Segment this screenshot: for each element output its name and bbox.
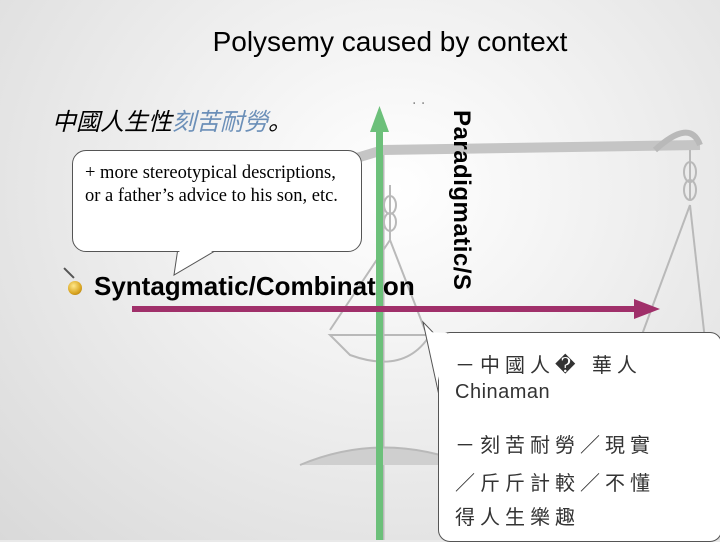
right-callout-line-2: Chinaman bbox=[455, 381, 551, 403]
chinese-sentence: 中國人生性刻苦耐勞。 bbox=[52, 102, 292, 137]
slide-title: Polysemy caused by context bbox=[212, 26, 568, 57]
right-callout-line-5: 得人生樂趣 bbox=[455, 505, 580, 529]
vertical-arrow bbox=[370, 106, 389, 540]
paradigmatic-label: Paradigmatic/S bbox=[448, 110, 475, 291]
right-callout-line-1: －中國人� 華人 bbox=[455, 353, 642, 377]
right-callout-bubble: －中國人� 華人 Chinaman －刻苦耐勞／現實 ／斤斤計較／不懂 得人生樂… bbox=[438, 332, 720, 542]
chinese-sentence-highlight: 刻苦耐勞 bbox=[172, 108, 268, 136]
left-callout-text: + more stereotypical descriptions, or a … bbox=[85, 163, 338, 206]
horizontal-arrow bbox=[132, 299, 660, 319]
dots-decoration: · · bbox=[412, 96, 426, 112]
bullet-icon bbox=[68, 281, 82, 295]
right-callout-line-3: －刻苦耐勞／現實 bbox=[455, 433, 655, 457]
chinese-sentence-plain-a: 中國人生性 bbox=[52, 108, 172, 136]
left-callout-bubble: + more stereotypical descriptions, or a … bbox=[72, 150, 362, 252]
right-callout-line-4: ／斤斤計較／不懂 bbox=[455, 471, 655, 495]
syntagmatic-label: Syntagmatic/Combination bbox=[94, 271, 415, 301]
chinese-sentence-plain-b: 。 bbox=[268, 108, 292, 136]
